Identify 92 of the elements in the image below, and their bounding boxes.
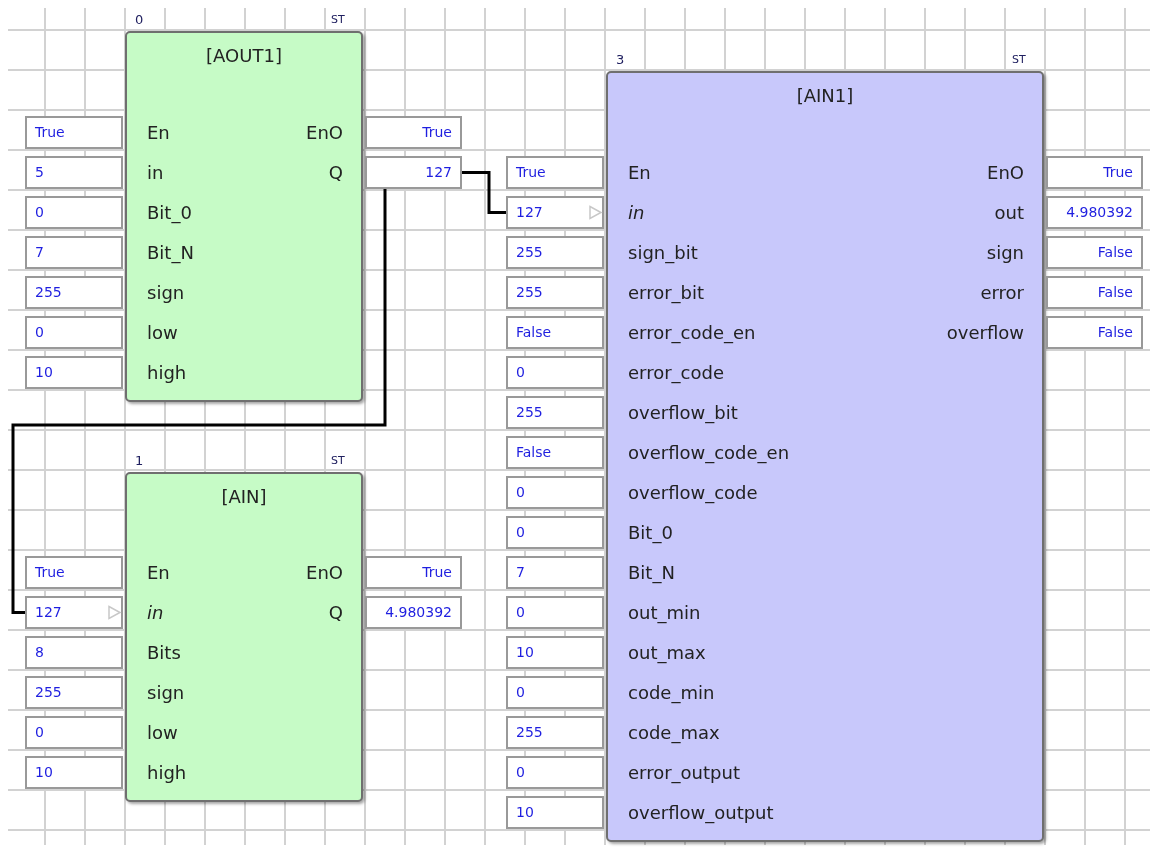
pin-label: Bit_0 bbox=[147, 202, 192, 224]
pin-label: En bbox=[628, 162, 651, 184]
value-box: 0 bbox=[506, 356, 604, 389]
pin-label: out bbox=[994, 202, 1024, 224]
value-box: 4.980392 bbox=[365, 596, 462, 629]
pin-label: out_min bbox=[628, 602, 701, 624]
value-box: True bbox=[25, 556, 123, 589]
pin-label: error_code bbox=[628, 362, 724, 384]
value-box: 0 bbox=[506, 516, 604, 549]
pin-label: sign bbox=[986, 242, 1024, 264]
value-box: 8 bbox=[25, 636, 123, 669]
block-type-label: ST bbox=[1012, 53, 1026, 67]
block-title: [AIN] bbox=[220, 486, 268, 507]
block-number: 1 bbox=[135, 454, 144, 468]
value-box: True bbox=[365, 556, 462, 589]
pin-label: in bbox=[147, 162, 164, 184]
block-type-label: ST bbox=[331, 13, 345, 27]
pin-label: error_bit bbox=[628, 282, 705, 304]
value-box: False bbox=[1046, 316, 1143, 349]
block-type-label: ST bbox=[331, 454, 345, 468]
pin-label: Q bbox=[328, 602, 343, 624]
wire bbox=[462, 171, 506, 214]
pin-label: En bbox=[147, 122, 170, 144]
pin-label: in bbox=[147, 602, 164, 624]
pin-label: overflow_bit bbox=[628, 402, 738, 424]
pin-label: EnO bbox=[306, 562, 343, 584]
value-box: False bbox=[1046, 276, 1143, 309]
value-box: 10 bbox=[25, 756, 123, 789]
pin-label: En bbox=[147, 562, 170, 584]
block-number: 0 bbox=[135, 13, 144, 27]
pin-label: EnO bbox=[306, 122, 343, 144]
function-block bbox=[125, 31, 363, 402]
value-box: 255 bbox=[25, 676, 123, 709]
pin-label: high bbox=[147, 362, 187, 384]
value-box: 10 bbox=[506, 636, 604, 669]
value-box: 10 bbox=[25, 356, 123, 389]
value-box: 10 bbox=[506, 796, 604, 829]
pin-label: Bit_N bbox=[147, 242, 194, 264]
value-box: 0 bbox=[25, 316, 123, 349]
value-box: 0 bbox=[506, 676, 604, 709]
pin-label: overflow bbox=[946, 322, 1024, 344]
value-box: 0 bbox=[506, 756, 604, 789]
pin-label: low bbox=[147, 722, 178, 744]
value-box: 0 bbox=[506, 476, 604, 509]
value-box: True bbox=[25, 116, 123, 149]
value-box: 4.980392 bbox=[1046, 196, 1143, 229]
value-box: False bbox=[1046, 236, 1143, 269]
wire bbox=[11, 189, 387, 614]
pin-label: overflow_output bbox=[628, 802, 774, 824]
value-box: 127 bbox=[365, 156, 462, 189]
pin-label: Bit_N bbox=[628, 562, 675, 584]
pin-label: sign bbox=[147, 682, 185, 704]
value-box: False bbox=[506, 316, 604, 349]
pin-label: code_min bbox=[628, 682, 715, 704]
value-box: 7 bbox=[25, 236, 123, 269]
pin-label: error_code_en bbox=[628, 322, 756, 344]
value-box: 255 bbox=[506, 236, 604, 269]
value-box: 7 bbox=[506, 556, 604, 589]
value-box: 0 bbox=[25, 196, 123, 229]
pin-label: code_max bbox=[628, 722, 720, 744]
value-box: 127 bbox=[506, 196, 604, 229]
block-title: [AOUT1] bbox=[205, 45, 283, 66]
value-box: 255 bbox=[506, 716, 604, 749]
value-box: 127 bbox=[25, 596, 123, 629]
block-title: [AIN1] bbox=[795, 85, 855, 106]
block-number: 3 bbox=[616, 53, 625, 67]
pin-label: overflow_code bbox=[628, 482, 758, 504]
pin-label: sign_bit bbox=[628, 242, 698, 264]
value-box: 0 bbox=[506, 596, 604, 629]
function-block bbox=[125, 472, 363, 802]
pin-label: Bits bbox=[147, 642, 181, 664]
value-box: True bbox=[1046, 156, 1143, 189]
value-box: True bbox=[365, 116, 462, 149]
pin-label: error_output bbox=[628, 762, 740, 784]
value-box: 255 bbox=[506, 276, 604, 309]
pin-label: Bit_0 bbox=[628, 522, 673, 544]
value-box: True bbox=[506, 156, 604, 189]
pin-label: high bbox=[147, 762, 187, 784]
pin-label: error bbox=[980, 282, 1024, 304]
function-block bbox=[606, 71, 1044, 842]
pin-label: in bbox=[628, 202, 645, 224]
value-box: 255 bbox=[506, 396, 604, 429]
pin-label: low bbox=[147, 322, 178, 344]
value-box: 5 bbox=[25, 156, 123, 189]
value-box: 255 bbox=[25, 276, 123, 309]
pin-label: Q bbox=[328, 162, 343, 184]
pin-label: EnO bbox=[987, 162, 1024, 184]
value-box: 0 bbox=[25, 716, 123, 749]
pin-label: overflow_code_en bbox=[628, 442, 790, 464]
pin-label: out_max bbox=[628, 642, 706, 664]
pin-label: sign bbox=[147, 282, 185, 304]
value-box: False bbox=[506, 436, 604, 469]
